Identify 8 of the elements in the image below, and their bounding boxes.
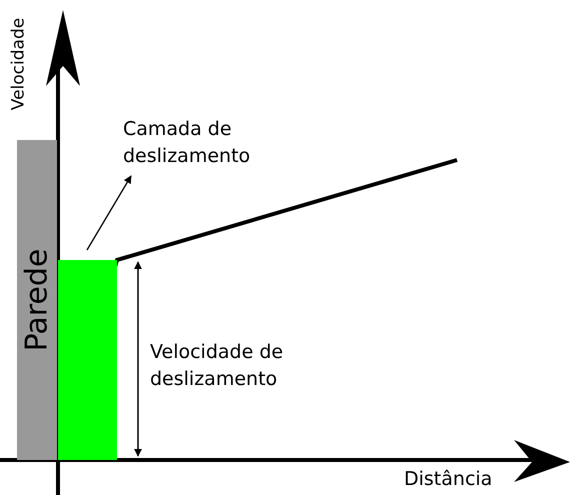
axis-label: Distância (404, 467, 494, 492)
dimension-label: Velocidade de deslizamento (150, 340, 284, 392)
layer-region (58, 260, 117, 460)
axis-label: Velocidade (8, 18, 30, 110)
wall-label: Parede (20, 248, 54, 352)
wall-bar (17, 140, 57, 460)
annotation-text: Camada de deslizamento (123, 117, 252, 169)
leader-line (86, 175, 132, 250)
